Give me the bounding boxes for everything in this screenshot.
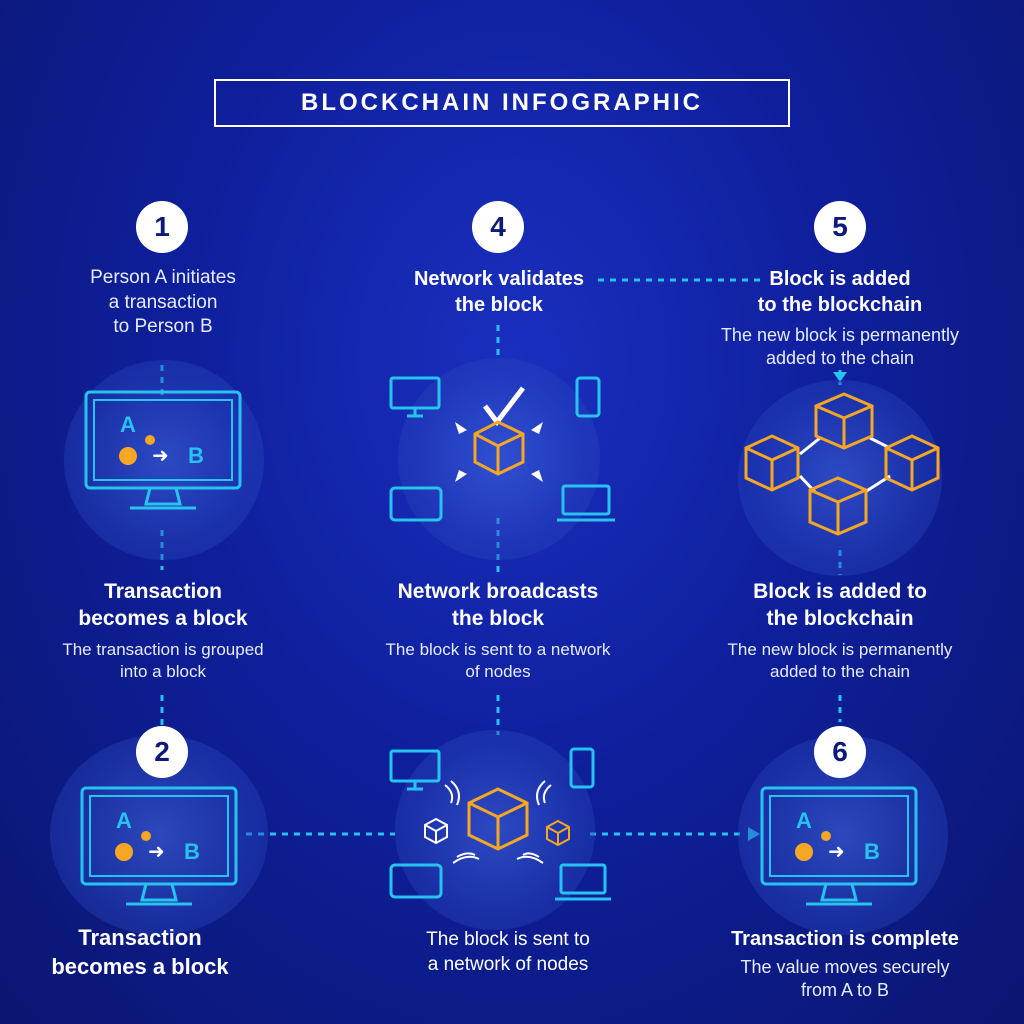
step-1-monitor-icon: A ➜ B	[84, 390, 242, 510]
mid-3-desc1: The new block is permanently	[727, 639, 953, 659]
svg-text:➜: ➜	[148, 839, 165, 863]
step-4-badge: 4	[472, 201, 524, 253]
mid-3-head2: the blockchain	[766, 607, 914, 631]
mid-2-desc2: of nodes	[465, 661, 531, 681]
step-6-desc1: The value moves securely	[740, 957, 950, 977]
step-6-head1: Transaction is complete	[731, 928, 959, 950]
step-5-badge: 5	[814, 201, 866, 253]
svg-text:B: B	[864, 839, 880, 864]
step-4-line2: the block	[455, 294, 543, 316]
svg-text:➜: ➜	[152, 443, 169, 467]
step-2-head1: Transaction	[78, 925, 202, 950]
svg-text:A: A	[796, 808, 812, 833]
step-3-line1: The block is sent to	[426, 929, 590, 950]
mid-2-text: Network broadcasts the block The block i…	[350, 578, 646, 683]
step-5-head2: to the blockchain	[757, 294, 923, 316]
step-3-text: The block is sent to a network of nodes	[380, 928, 636, 977]
step-1-text: Person A initiates a transaction to Pers…	[40, 266, 286, 340]
step-6-monitor-icon: A ➜ B	[760, 786, 918, 906]
step-1-line3: to Person B	[113, 316, 213, 338]
mid-2-head2: the block	[451, 607, 545, 631]
svg-text:B: B	[184, 839, 200, 864]
step-2-badge: 2	[136, 726, 188, 778]
step-3-broadcast-icon	[389, 747, 611, 901]
step-5-desc2: added to the chain	[765, 348, 915, 369]
step-5-blockchain-icon	[744, 392, 940, 536]
step-6-badge: 6	[814, 726, 866, 778]
step-1-line1: Person A initiates	[90, 267, 236, 288]
step-3-line2: a network of nodes	[427, 953, 589, 975]
mid-2-desc1: The block is sent to a network	[385, 639, 611, 659]
step-4-validation-icon	[389, 376, 615, 522]
mid-1-head2: becomes a block	[78, 607, 248, 631]
step-6-desc2: from A to B	[800, 980, 890, 1001]
step-5-desc1: The new block is permanently	[720, 325, 960, 345]
mid-1-head1: Transaction	[104, 580, 222, 603]
step-2-monitor-icon: A ➜ B	[80, 786, 238, 906]
svg-text:B: B	[188, 443, 204, 468]
step-4-text: Network validates the block	[370, 266, 628, 318]
mid-3-head1: Block is added to	[753, 580, 927, 603]
mid-3-text: Block is added to the blockchain The new…	[700, 578, 980, 683]
step-5-text: Block is added to the blockchain The new…	[700, 266, 980, 371]
step-4-line1: Network validates	[413, 268, 585, 290]
mid-2-head1: Network broadcasts	[397, 580, 599, 603]
step-2-head2: becomes a block	[51, 953, 229, 979]
mid-1-desc2: into a block	[120, 661, 206, 681]
step-5-head1: Block is added	[769, 268, 911, 290]
svg-text:A: A	[120, 412, 136, 437]
step-1-line2: a transaction	[108, 291, 218, 313]
step-6-text: Transaction is complete The value moves …	[700, 926, 990, 1003]
svg-text:A: A	[116, 808, 132, 833]
step-2-text: Transaction becomes a block	[20, 924, 260, 981]
mid-3-desc2: added to the chain	[770, 661, 910, 681]
mid-1-text: Transaction becomes a block The transact…	[40, 578, 286, 683]
mid-1-desc1: The transaction is grouped	[62, 639, 264, 659]
step-1-badge: 1	[136, 201, 188, 253]
svg-text:➜: ➜	[828, 839, 845, 863]
page-title: BLOCKCHAIN INFOGRAPHIC	[214, 79, 790, 127]
